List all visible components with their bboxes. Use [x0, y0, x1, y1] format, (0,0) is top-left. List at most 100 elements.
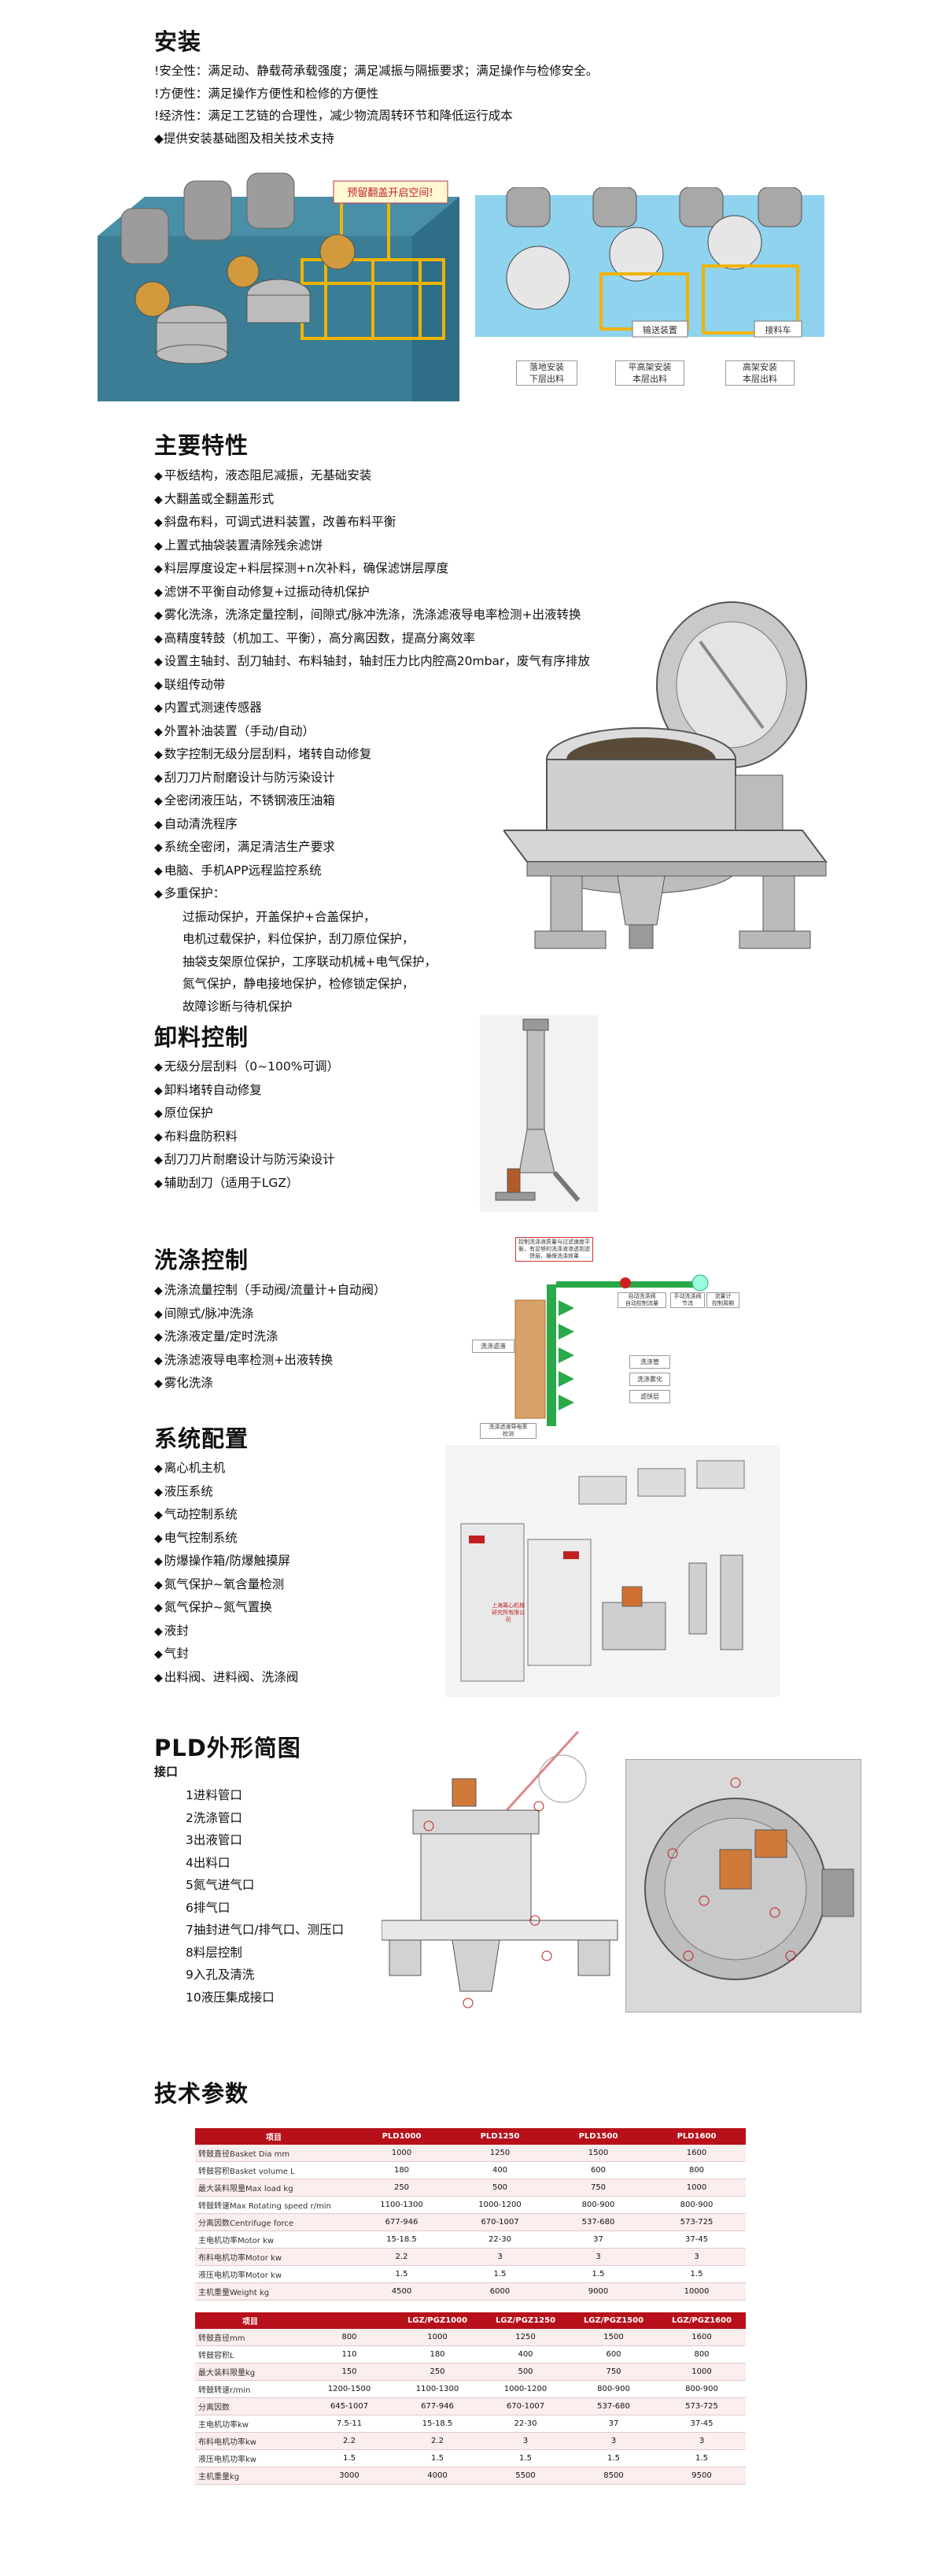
table-cell: 1.5: [305, 2449, 393, 2467]
table-header-row: 项目 LGZ/PGZ1000 LGZ/PGZ1250 LGZ/PGZ1500 L…: [195, 2312, 746, 2329]
table-cell: 400: [481, 2345, 570, 2363]
interface-item: 2洗涤管口: [186, 1810, 242, 1825]
table-cell: 180: [393, 2345, 481, 2363]
interface-item: 10液压集成接口: [186, 1990, 275, 2005]
lgz-spec-table: 项目 LGZ/PGZ1000 LGZ/PGZ1250 LGZ/PGZ1500 L…: [195, 2312, 746, 2485]
wash-label-atomize: 洗涤雾化: [629, 1373, 670, 1386]
protection-item: 故障诊断与待机保护: [183, 999, 293, 1014]
table-cell: 1600: [658, 2329, 746, 2346]
fig-caption-high-frame: 高架安装 本层出料: [725, 360, 795, 386]
protection-item: 电机过载保护，料位保护，刮刀原位保护，: [183, 932, 415, 946]
install-line: ◆提供安装基础图及相关技术支持: [154, 131, 334, 146]
interface-item: 6排气口: [186, 1900, 230, 1915]
outline-side-view: [382, 1732, 625, 2038]
table-cell: 主机重量kg: [195, 2467, 305, 2485]
system-figure: 上海离心机械研究所有限公司: [445, 1445, 780, 1697]
wash-label-top: 控制洗涤液质量与过滤速度平衡，有足够的洗涤液渗透到滤饼层，确保洗涤效果: [515, 1237, 593, 1262]
washing-title: 洗涤控制: [154, 1247, 249, 1273]
table-cell: 500: [451, 2179, 549, 2197]
feature-item: 大翻盖或全翻盖形式: [154, 488, 590, 512]
feature-item: 高精度转鼓（机加工、平衡），高分离因数，提高分离效率: [154, 627, 590, 651]
table-cell: 3: [570, 2432, 658, 2450]
washing-diagram: 控制洗涤液质量与过滤速度平衡，有足够的洗涤液渗透到滤饼层，确保洗涤效果 洗涤滤液…: [472, 1237, 739, 1446]
table-cell: 1500: [549, 2145, 647, 2162]
table-cell: 645-1007: [305, 2397, 393, 2415]
table-cell: 800-900: [647, 2196, 746, 2214]
table-cell: 2.2: [305, 2432, 393, 2450]
install-figure-right: 输送装置 接料车 落地安装 下层出料 平高架安装 本层出料 高架安装 本层出料: [475, 187, 824, 401]
table-header: PLD1250: [451, 2128, 549, 2145]
table-cell: 250: [393, 2363, 481, 2381]
wash-label-pipe: 洗涤管: [629, 1355, 670, 1369]
table-cell: 3: [647, 2248, 746, 2266]
system-item: 氮气保护~氧含量检测: [154, 1573, 298, 1597]
protection-item: 过振动保护，开盖保护+合盖保护，: [183, 909, 376, 924]
feature-item: 数字控制无级分层刮料，堵转自动修复: [154, 743, 590, 767]
system-item: 气动控制系统: [154, 1503, 298, 1527]
table-cell: 1.5: [451, 2265, 549, 2283]
table-cell: 转鼓转速Max Rotating speed r/min: [195, 2196, 352, 2214]
table-cell: 1250: [451, 2145, 549, 2162]
discharge-item: 布料盘防积料: [154, 1125, 339, 1149]
table-cell: 1000-1200: [451, 2196, 549, 2214]
table-cell: 37: [549, 2230, 647, 2249]
protection-item: 氮气保护，静电接地保护，检修锁定保护，: [183, 977, 415, 991]
interface-item: 4出料口: [186, 1855, 230, 1870]
feature-item: 内置式测速传感器: [154, 697, 590, 720]
table-cell: 1600: [647, 2145, 746, 2162]
table-cell: 400: [451, 2161, 549, 2179]
table-cell: 677-946: [352, 2213, 451, 2231]
table-cell: 分离因数Centrifuge force: [195, 2213, 352, 2231]
table-cell: 5500: [481, 2467, 570, 2485]
table-cell: 最大装料限量kg: [195, 2363, 305, 2381]
features-title: 主要特性: [154, 432, 249, 459]
discharge-title: 卸料控制: [154, 1024, 249, 1051]
feature-item: 刮刀刀片耐磨设计与防污染设计: [154, 767, 590, 790]
table-cell: 150: [305, 2363, 393, 2381]
table-cell: 液压电机功率kw: [195, 2449, 305, 2467]
feature-item: 自动清洗程序: [154, 813, 590, 837]
table-header-empty: [305, 2312, 393, 2329]
table-cell: 3: [451, 2248, 549, 2266]
table-cell: 1250: [481, 2329, 570, 2346]
table-cell: 15-18.5: [393, 2415, 481, 2433]
system-title: 系统配置: [154, 1425, 249, 1452]
table-cell: 10000: [647, 2282, 746, 2301]
table-cell: 4500: [352, 2282, 451, 2301]
interface-item: 7抽封进气口/排气口、测压口: [186, 1923, 345, 1937]
table-cell: 7.5-11: [305, 2415, 393, 2433]
table-cell: 22-30: [481, 2415, 570, 2433]
table-cell: 6000: [451, 2282, 549, 2301]
table-cell: 180: [352, 2161, 451, 2179]
table-cell: 转鼓容积Basket volume L: [195, 2161, 352, 2179]
discharge-item: 辅助刮刀（适用于LGZ）: [154, 1172, 339, 1196]
table-cell: 800: [305, 2329, 393, 2346]
system-list: 离心机主机 液压系统 气动控制系统 电气控制系统 防爆操作箱/防爆触摸屏 氮气保…: [154, 1457, 299, 1689]
table-header: PLD1000: [352, 2128, 451, 2145]
table-cell: 2.2: [352, 2248, 451, 2266]
table-cell: 主电机功率kw: [195, 2415, 305, 2433]
system-item: 防爆操作箱/防爆触摸屏: [154, 1550, 298, 1573]
system-item: 气封: [154, 1643, 298, 1666]
table-cell: 3: [481, 2432, 570, 2450]
table-cell: 250: [352, 2179, 451, 2197]
table-cell: 573-725: [658, 2397, 746, 2415]
table-cell: 1.5: [549, 2265, 647, 2283]
interface-item: 1进料管口: [186, 1788, 242, 1802]
wash-label-flowmeter: 流量计 控制周期: [706, 1292, 739, 1308]
table-header-row: 项目 PLD1000 PLD1250 PLD1500 PLD1600: [195, 2128, 746, 2145]
pld-spec-table: 项目 PLD1000 PLD1250 PLD1500 PLD1600 转鼓直径B…: [195, 2128, 746, 2301]
table-cell: 37: [570, 2415, 658, 2433]
feature-item: 全密闭液压站，不锈钢液压油箱: [154, 789, 590, 813]
discharge-item: 卸料堵转自动修复: [154, 1079, 339, 1103]
table-header: 项目: [195, 2128, 352, 2145]
discharge-item: 原位保护: [154, 1102, 339, 1125]
